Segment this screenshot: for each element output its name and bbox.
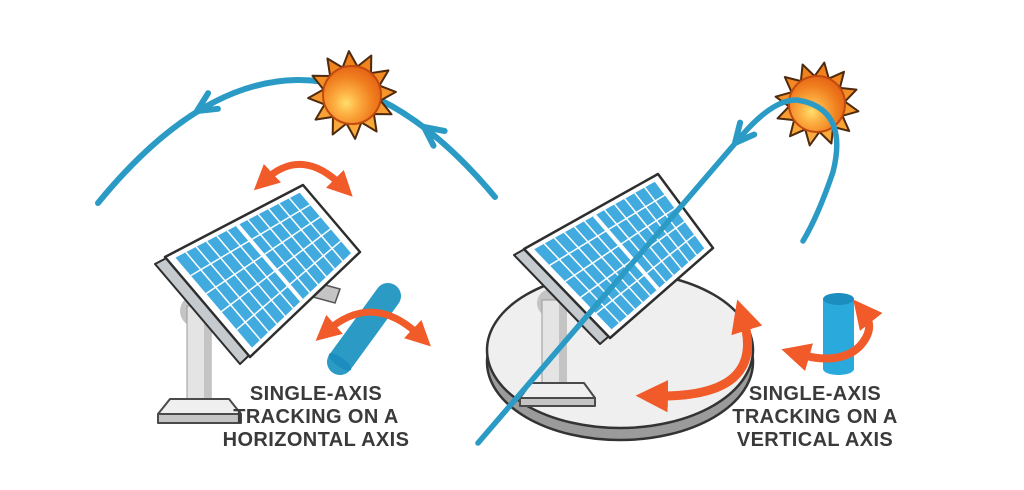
- sun-path-arc: [95, 77, 498, 206]
- sun-path-line: [475, 97, 840, 446]
- pedestal-base-front: [519, 397, 596, 407]
- axis-cylinder-bottom: [823, 363, 854, 375]
- caption-line: HORIZONTAL AXIS: [222, 429, 410, 451]
- sun-path-arrowhead: [732, 119, 758, 146]
- right-caption: SINGLE-AXIS TRACKING ON A VERTICAL AXIS: [700, 383, 930, 452]
- caption-line: SINGLE-AXIS: [249, 383, 383, 405]
- horizontal-axis-cylinder-icon: [327, 283, 401, 375]
- tilt-rotation-arrow-icon: [253, 161, 353, 197]
- caption-line: VERTICAL AXIS: [736, 429, 894, 451]
- left-caption: SINGLE-AXIS TRACKING ON A HORIZONTAL AXI…: [201, 383, 431, 452]
- sun-icon: [307, 50, 397, 140]
- sun-path-arrowhead: [421, 124, 448, 149]
- panel-grid: [543, 186, 698, 324]
- left-diagram: [95, 50, 498, 424]
- axis-rotation-arrow-icon: [781, 299, 883, 372]
- right-diagram: [475, 61, 883, 446]
- panel-cells: [534, 181, 705, 330]
- axis-cylinder-cap: [823, 293, 854, 305]
- solar-panel: [154, 183, 362, 365]
- caption-line: TRACKING ON A: [732, 406, 898, 428]
- vertical-axis-cylinder-icon: [823, 293, 854, 375]
- pedestal-column-shade: [204, 306, 211, 403]
- caption-line: TRACKING ON A: [233, 406, 399, 428]
- axis-cylinder-body: [327, 283, 401, 375]
- pedestal-base-front: [157, 413, 242, 424]
- axis-rotation-arrow-icon: [315, 308, 431, 347]
- sun-path-arrowhead: [194, 90, 221, 114]
- panel-grid: [185, 197, 344, 341]
- base-rotation-arrow-icon: [635, 299, 763, 413]
- sun-core: [322, 65, 382, 125]
- axis-cylinder-cap: [328, 353, 352, 371]
- solar-panel: [513, 172, 715, 345]
- caption-line: SINGLE-AXIS: [748, 383, 882, 405]
- pedestal-base: [519, 382, 596, 399]
- panel-cells: [175, 192, 351, 348]
